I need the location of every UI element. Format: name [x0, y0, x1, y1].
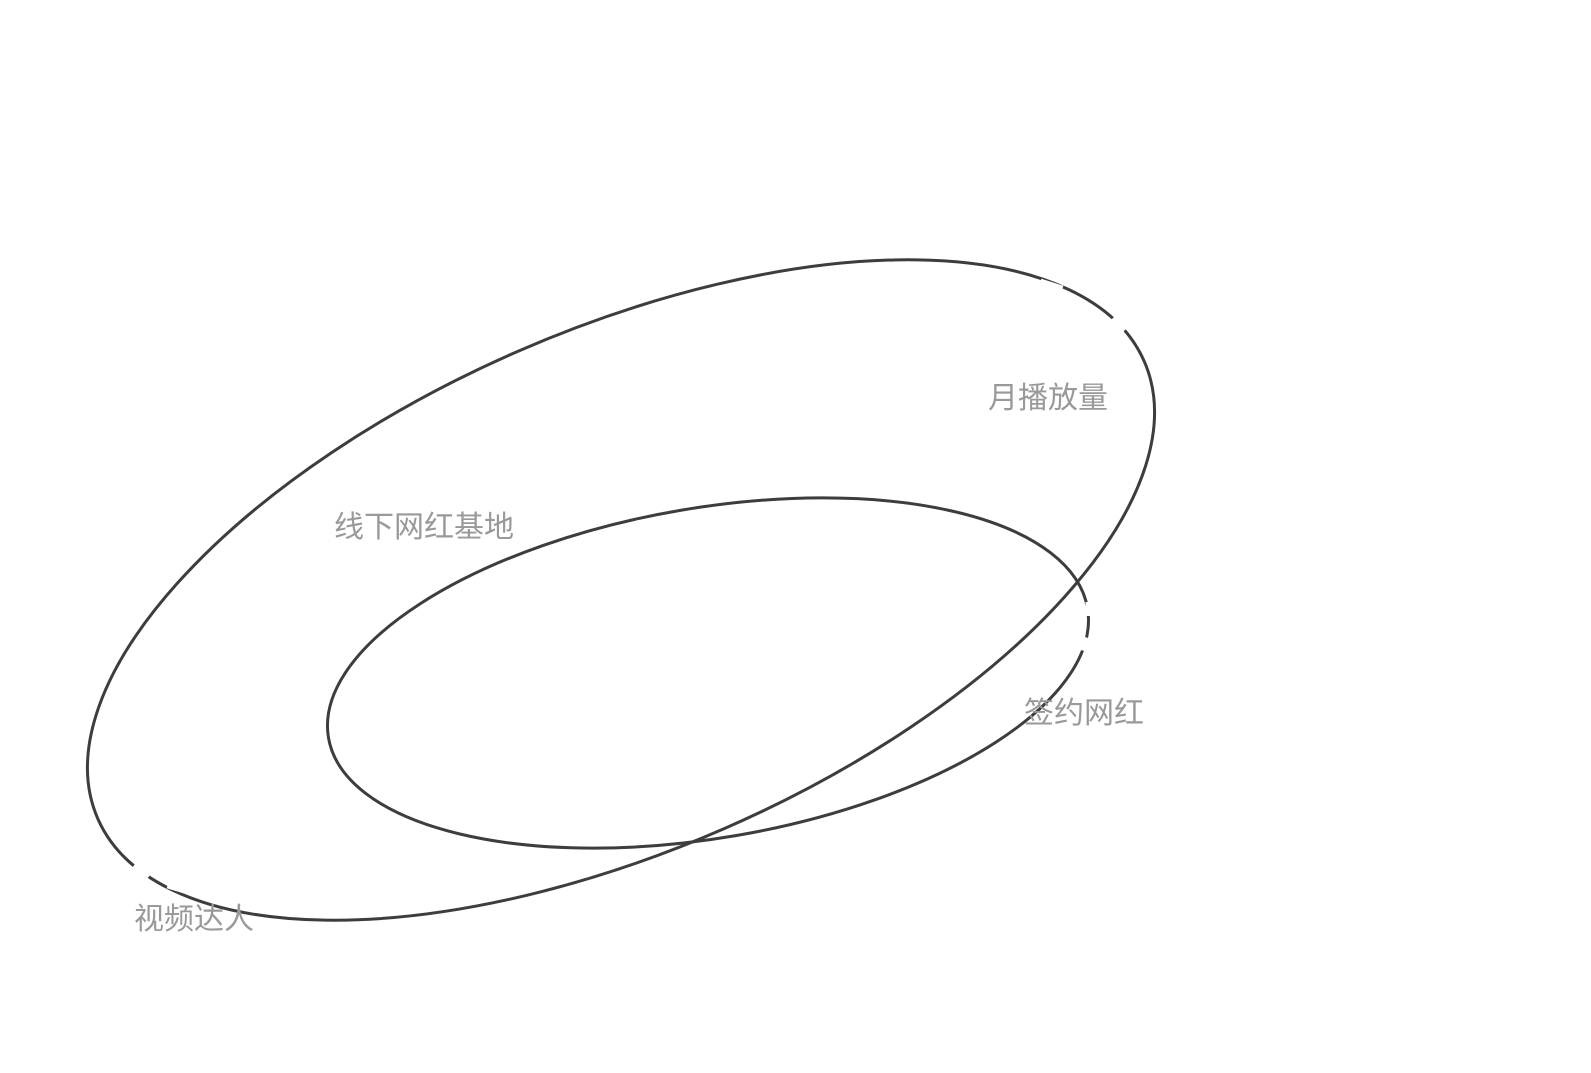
outline-gaps: [132, 278, 1128, 911]
label-inner: 签约网红: [1024, 696, 1144, 731]
label-outer-bottom: 视频达人: [134, 902, 254, 937]
label-outer-top: 月播放量: [988, 381, 1108, 416]
label-outer-left: 线下网红基地: [334, 510, 514, 545]
large-ellipse: [86, 258, 1156, 922]
